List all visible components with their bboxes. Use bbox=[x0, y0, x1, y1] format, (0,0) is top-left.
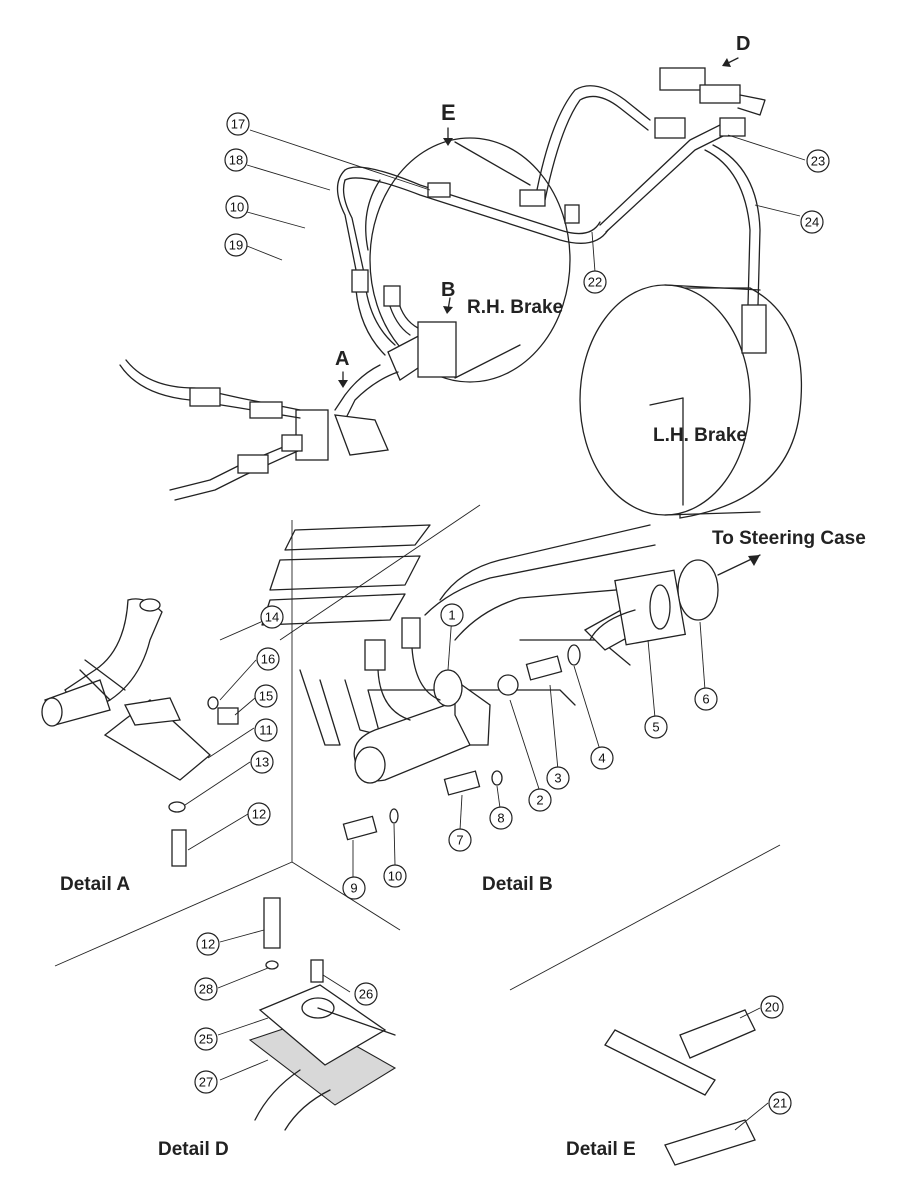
callout-13: 13 bbox=[250, 750, 274, 774]
callout-9: 9 bbox=[342, 876, 366, 900]
detail-b-title: Detail B bbox=[482, 874, 553, 895]
detail-d-assembly bbox=[248, 897, 397, 1131]
lh-brake-label: L.H. Brake bbox=[653, 425, 747, 446]
view-arrows bbox=[338, 57, 739, 388]
callout-16: 16 bbox=[256, 647, 280, 671]
callout-18: 18 bbox=[224, 148, 248, 172]
callout-6: 6 bbox=[694, 687, 718, 711]
svg-text:13: 13 bbox=[255, 755, 269, 770]
svg-text:19: 19 bbox=[229, 238, 243, 253]
svg-text:17: 17 bbox=[231, 117, 245, 132]
view-a-letter: A bbox=[335, 348, 349, 370]
text-labels: E B A D R.H. Brake L.H. Brake To Steerin… bbox=[60, 33, 866, 1160]
view-b-letter: B bbox=[441, 279, 455, 301]
callout-19: 19 bbox=[224, 233, 248, 257]
svg-text:16: 16 bbox=[261, 652, 275, 667]
svg-text:4: 4 bbox=[598, 751, 605, 766]
callout-10-top: 10 bbox=[225, 195, 249, 219]
svg-text:18: 18 bbox=[229, 153, 243, 168]
section-dividers bbox=[54, 504, 781, 991]
view-d-letter: D bbox=[736, 33, 750, 55]
callout-25: 25 bbox=[194, 1027, 218, 1051]
detail-a-assembly bbox=[41, 598, 239, 867]
callout-14: 14 bbox=[260, 605, 284, 629]
callout-24: 24 bbox=[800, 210, 824, 234]
svg-text:12: 12 bbox=[201, 937, 215, 952]
svg-text:24: 24 bbox=[805, 215, 819, 230]
detail-e-title: Detail E bbox=[566, 1139, 636, 1160]
svg-text:20: 20 bbox=[765, 1000, 779, 1015]
callout-28: 28 bbox=[194, 977, 218, 1001]
callout-27: 27 bbox=[194, 1070, 218, 1094]
detail-b-assembly bbox=[261, 524, 687, 784]
svg-text:28: 28 bbox=[199, 982, 213, 997]
callout-3: 3 bbox=[546, 766, 570, 790]
detail-e-assembly bbox=[604, 1009, 756, 1166]
svg-text:6: 6 bbox=[702, 692, 709, 707]
detail-d-title: Detail D bbox=[158, 1139, 229, 1160]
callout-8: 8 bbox=[489, 806, 513, 830]
rh-brake-label: R.H. Brake bbox=[467, 297, 563, 318]
callout-5: 5 bbox=[644, 715, 668, 739]
svg-text:5: 5 bbox=[652, 720, 659, 735]
svg-text:11: 11 bbox=[259, 723, 273, 738]
svg-text:12: 12 bbox=[252, 807, 266, 822]
svg-text:22: 22 bbox=[588, 275, 602, 290]
rh-brake-drum bbox=[365, 137, 571, 383]
callout-7: 7 bbox=[448, 828, 472, 852]
svg-text:23: 23 bbox=[811, 154, 825, 169]
callout-11: 11 bbox=[254, 718, 278, 742]
callout-4: 4 bbox=[590, 746, 614, 770]
svg-text:21: 21 bbox=[773, 1096, 787, 1111]
callout-22: 22 bbox=[583, 270, 607, 294]
to-steering-case-label: To Steering Case bbox=[712, 528, 866, 549]
svg-text:3: 3 bbox=[554, 771, 561, 786]
brake-pipes bbox=[119, 67, 767, 501]
svg-text:26: 26 bbox=[359, 987, 373, 1002]
callout-21: 21 bbox=[768, 1091, 792, 1115]
callout-15: 15 bbox=[254, 684, 278, 708]
callout-1: 1 bbox=[440, 603, 464, 627]
view-e-letter: E bbox=[441, 100, 456, 125]
svg-text:25: 25 bbox=[199, 1032, 213, 1047]
callout-23: 23 bbox=[806, 149, 830, 173]
leader-lines bbox=[184, 129, 806, 1131]
callout-2: 2 bbox=[528, 788, 552, 812]
callout-20: 20 bbox=[760, 995, 784, 1019]
svg-text:15: 15 bbox=[259, 689, 273, 704]
svg-text:1: 1 bbox=[448, 608, 455, 623]
callout-10-detail-b: 10 bbox=[383, 864, 407, 888]
svg-text:9: 9 bbox=[350, 881, 357, 896]
steering-case-pointer bbox=[677, 554, 761, 621]
svg-text:2: 2 bbox=[536, 793, 543, 808]
svg-text:27: 27 bbox=[199, 1075, 213, 1090]
svg-text:10: 10 bbox=[230, 200, 244, 215]
callout-26: 26 bbox=[354, 982, 378, 1006]
svg-text:10: 10 bbox=[388, 869, 402, 884]
callout-12-detail-d: 12 bbox=[196, 932, 220, 956]
callout-12-detail-a: 12 bbox=[247, 802, 271, 826]
detail-b-bolts bbox=[342, 770, 503, 841]
lh-brake-drum bbox=[579, 284, 803, 519]
svg-text:8: 8 bbox=[497, 811, 504, 826]
svg-text:7: 7 bbox=[456, 833, 463, 848]
callout-17: 17 bbox=[226, 112, 250, 136]
detail-a-title: Detail A bbox=[60, 874, 130, 895]
svg-text:14: 14 bbox=[265, 610, 279, 625]
